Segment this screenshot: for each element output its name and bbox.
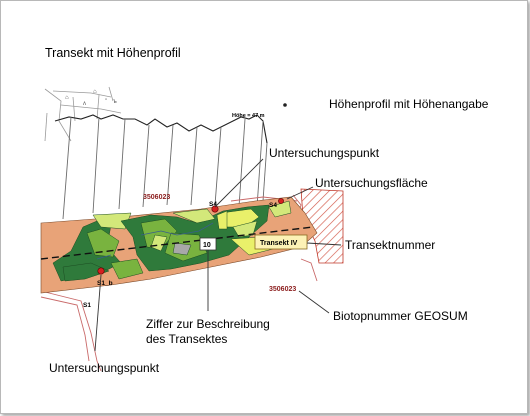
map-background-lines: [44, 86, 122, 142]
label-segment-number-line2: des Transektes: [146, 332, 227, 346]
water-lines: [96, 222, 214, 260]
biotope-number-bottom: 3506023: [269, 286, 296, 293]
label-sampling-area: Untersuchungsfläche: [315, 176, 428, 190]
label-transect-number: Transektnummer: [345, 238, 435, 252]
point-label-s4: S4: [209, 201, 217, 208]
transect-number-text: Transekt IV: [260, 240, 298, 247]
callout-lines: [94, 158, 342, 352]
elevation-profile-line: [54, 114, 268, 144]
sampling-point-s1b: [97, 267, 105, 275]
segment-number-text: 10: [203, 242, 211, 249]
svg-text:ъ: ъ: [113, 99, 117, 105]
label-sampling-point-top: Untersuchungspunkt: [269, 146, 380, 160]
elevation-label: Höhe = 47 m: [232, 113, 265, 119]
svg-text:ʌ: ʌ: [83, 101, 86, 107]
figure-title: Transekt mit Höhenprofil: [45, 46, 181, 60]
label-biotope-number: Biotopnummer GEOSUM: [333, 309, 468, 323]
biotope-number-top: 3506023: [143, 194, 170, 201]
sampling-point-s4b: [278, 198, 284, 204]
label-segment-number-line1: Ziffer zur Beschreibung: [146, 317, 270, 331]
label-sampling-point-bottom: Untersuchungspunkt: [49, 361, 160, 375]
segment-number-box: 10: [199, 237, 217, 251]
label-elevation-profile: Höhenprofil mit Höhenangabe: [329, 97, 489, 111]
sampling-points: [97, 198, 284, 275]
vegetation-patches: [52, 200, 292, 282]
point-label-s1: S1: [83, 302, 91, 309]
transect-number-box: Transekt IV: [254, 234, 308, 250]
point-label-s4-right: S4: [269, 202, 277, 209]
svg-text:⌂: ⌂: [93, 89, 97, 95]
transect-line: [40, 226, 314, 260]
profile-projection-lines: [62, 116, 268, 220]
svg-text:⌂: ⌂: [65, 95, 69, 101]
svg-text:▫: ▫: [105, 97, 107, 103]
map-symbols: ⌂ ʌ ▫ ⌂ ъ: [65, 89, 117, 107]
sampling-point-s4: [211, 205, 219, 213]
hoehenprofil-bullet: [283, 103, 287, 107]
point-label-s1b: S1_b: [97, 280, 113, 287]
